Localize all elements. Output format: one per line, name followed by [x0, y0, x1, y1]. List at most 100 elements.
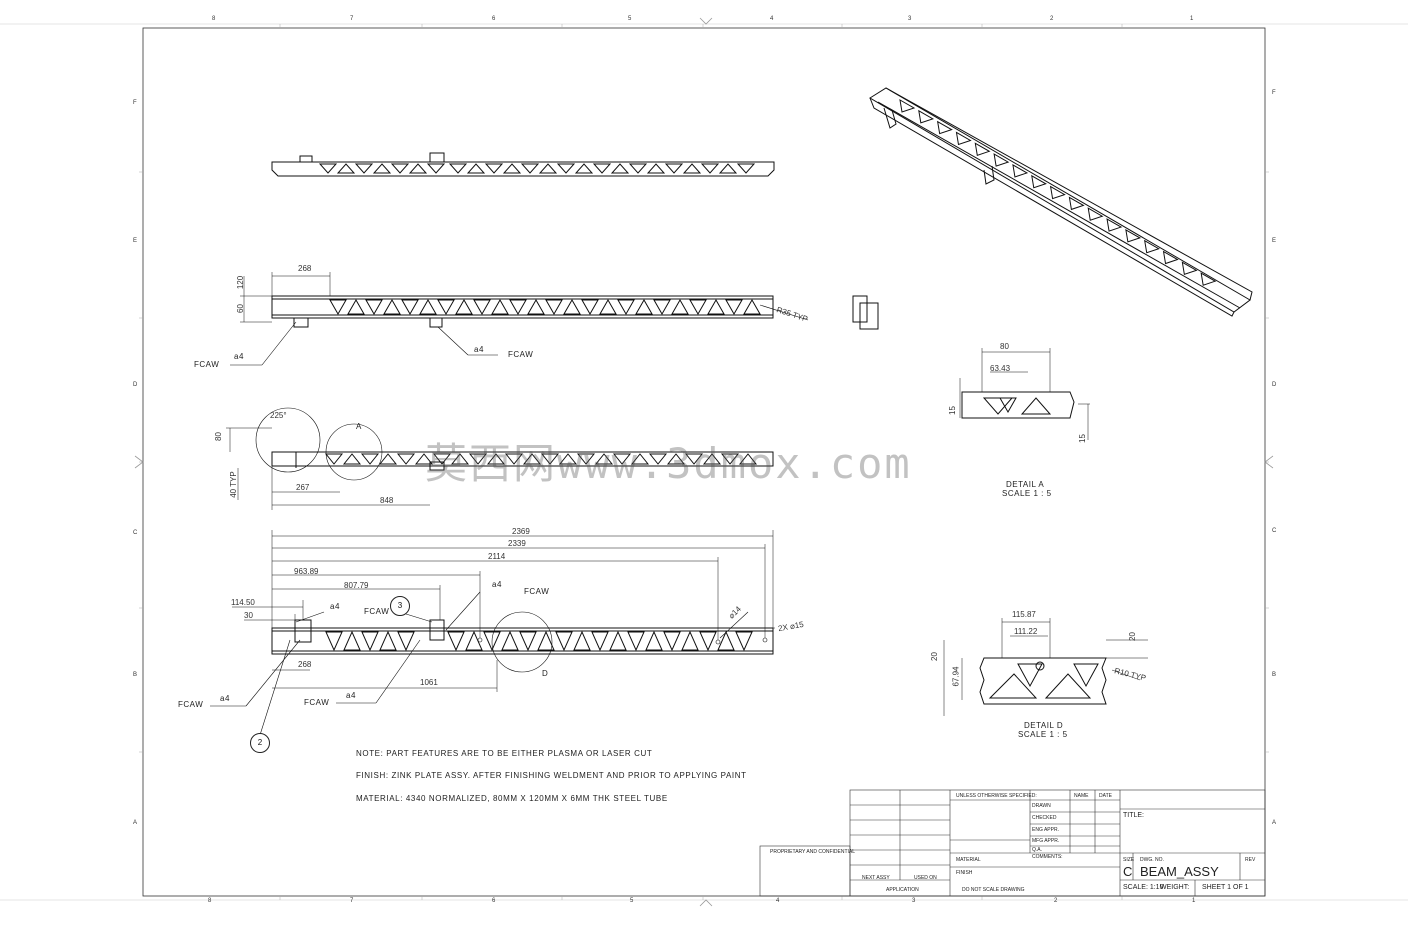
- tb-drawn: DRAWN: [1032, 803, 1051, 809]
- truss-cutout: [390, 163, 410, 174]
- truss-cutout: [450, 453, 470, 465]
- detail-d-scale: SCALE 1 : 5: [1018, 730, 1068, 739]
- truss-cutout: [419, 298, 437, 315]
- truss-cutout: [501, 630, 519, 651]
- watermark: 莫西网www.3dmox.com: [425, 439, 912, 488]
- detail-d-title: DETAIL D: [1024, 721, 1064, 730]
- truss-cutout: [735, 631, 753, 652]
- dim-bottom-268: 268: [298, 660, 312, 669]
- weld-size-label: a4: [220, 694, 230, 703]
- tb-scale: SCALE: 1:10: [1123, 884, 1164, 891]
- iso-truss-cutout: [955, 131, 972, 146]
- iso-truss-cutout: [1031, 174, 1047, 189]
- zone-label-left: A: [133, 820, 138, 826]
- zone-label-left: F: [133, 100, 137, 106]
- tb-application: APPLICATION: [886, 887, 919, 893]
- truss-cutout: [329, 299, 347, 316]
- truss-cutout: [484, 163, 504, 174]
- truss-cutout: [689, 299, 707, 316]
- zone-label-bottom: 2: [1054, 898, 1058, 904]
- truss-cutout: [401, 299, 419, 316]
- truss-cutout: [466, 163, 486, 174]
- truss-cutout: [347, 298, 365, 315]
- zone-label-top: 7: [350, 16, 354, 22]
- tb-weight: WEIGHT:: [1160, 884, 1190, 891]
- zone-label-bottom: 4: [776, 898, 780, 904]
- tb-mfg-appr: MFG APPR.: [1032, 838, 1060, 844]
- zone-label-bottom: 7: [350, 898, 354, 904]
- iso-truss-cutout: [1125, 228, 1142, 243]
- zone-label-bottom: 5: [630, 898, 634, 904]
- truss-cutout: [591, 631, 609, 652]
- tb-checked: CHECKED: [1032, 815, 1057, 821]
- dim-hole-mid: 963.89: [294, 567, 319, 576]
- truss-cutout: [520, 163, 540, 174]
- truss-cutout: [663, 631, 681, 652]
- zone-label-right: F: [1272, 90, 1276, 96]
- iso-truss-cutout: [1181, 261, 1198, 276]
- detail-a-view: [959, 348, 1090, 440]
- truss-cutout: [336, 163, 356, 174]
- truss-cutout: [509, 299, 527, 316]
- weld-process-label: FCAW: [194, 360, 220, 369]
- weld-process-label: FCAW: [524, 587, 550, 596]
- tb-dim-note: UNLESS OTHERWISE SPECIFIED:: [956, 793, 1037, 799]
- zone-label-right: C: [1272, 528, 1277, 534]
- truss-cutout: [558, 453, 578, 465]
- truss-cutout: [738, 453, 758, 465]
- dim-side-pos1: 267: [296, 483, 310, 492]
- iso-truss-cutout: [1087, 207, 1104, 221]
- iso-truss-cutout: [1068, 196, 1085, 211]
- zone-label-right: D: [1272, 382, 1277, 388]
- truss-cutout: [736, 163, 756, 174]
- truss-cutout: [504, 453, 524, 465]
- truss-cutout: [646, 163, 666, 174]
- truss-cutout: [700, 163, 720, 174]
- title-block: [759, 789, 1266, 897]
- zone-label-top: 1: [1190, 16, 1194, 22]
- zone-label-left: B: [133, 672, 138, 678]
- zone-label-top: 2: [1050, 16, 1054, 22]
- truss-cutout: [408, 163, 428, 174]
- truss-cutout: [563, 298, 581, 315]
- iso-truss-cutout: [1106, 218, 1123, 232]
- weld-size-label: a4: [492, 580, 502, 589]
- detail-a-dim-right: 15: [1077, 434, 1087, 443]
- iso-view-beam: [869, 87, 1253, 317]
- zone-label-top: 3: [908, 16, 912, 22]
- truss-cutout: [486, 453, 506, 465]
- zone-label-top: 5: [628, 16, 632, 22]
- truss-cutout: [432, 453, 452, 465]
- detail-callout-a: A: [356, 422, 362, 431]
- truss-cutout: [343, 630, 361, 651]
- truss-cutout: [468, 453, 488, 465]
- tb-no-scale: DO NOT SCALE DRAWING: [962, 887, 1025, 893]
- truss-cutout: [538, 163, 558, 174]
- truss-cutout: [540, 453, 560, 465]
- tb-proprietary: PROPRIETARY AND CONFIDENTIAL: [770, 849, 856, 855]
- truss-cutout: [325, 631, 343, 652]
- tb-comments: COMMENTS:: [1032, 854, 1063, 860]
- truss-cutout: [581, 299, 599, 316]
- truss-cutout: [397, 631, 415, 652]
- zone-label-bottom: 8: [208, 898, 212, 904]
- truss-cutout: [396, 453, 416, 465]
- zone-label-bottom: 3: [912, 898, 916, 904]
- truss-cutout: [537, 630, 555, 651]
- truss-cutout: [610, 163, 630, 174]
- truss-cutout: [465, 630, 483, 651]
- dim-hole-pair: 2339: [508, 539, 526, 548]
- truss-cutout: [599, 298, 617, 315]
- item-balloon-3: 3: [390, 596, 410, 616]
- weld-process-label: FCAW: [178, 700, 204, 709]
- tb-material: MATERIAL: [956, 857, 981, 863]
- detail-callout-d: D: [542, 669, 549, 678]
- tb-size: C: [1123, 864, 1133, 879]
- dim-side-angle: 225°: [270, 411, 287, 420]
- detail-a-dim-width: 80: [1000, 342, 1009, 351]
- detail-a-dim-pitch: 63.43: [990, 364, 1011, 373]
- truss-cutout: [707, 298, 725, 315]
- weld-size-label: a4: [234, 352, 244, 361]
- truss-cutout: [378, 453, 398, 465]
- tb-next-assy: NEXT ASSY: [862, 875, 890, 881]
